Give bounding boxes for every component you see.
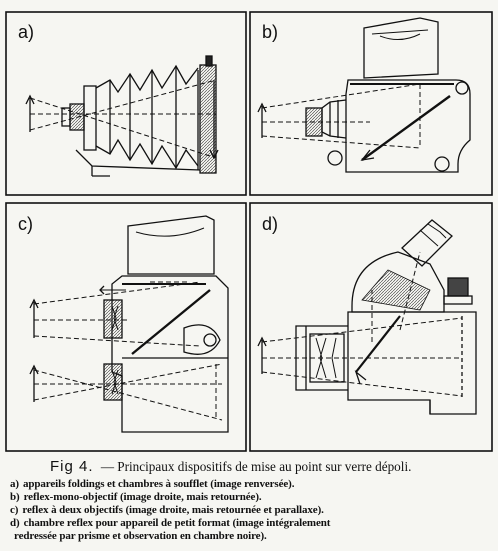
caption-item: a)appareils foldings et chambres à souff… — [10, 478, 490, 490]
panel-d-diagram — [257, 219, 477, 415]
panel-b-label: b) — [262, 22, 278, 42]
caption-item-text: reflex-mono-objectif (image droite, mais… — [23, 491, 262, 503]
figure-number: Fig 4. — [50, 458, 94, 475]
caption-item: b)reflex-mono-objectif (image droite, ma… — [10, 491, 490, 503]
caption-item-key: a) — [10, 478, 19, 490]
caption-item-text: reflex à deux objectifs (image droite, m… — [22, 504, 324, 516]
caption-title-text: — Principaux dispositifs de mise au poin… — [100, 459, 412, 474]
panel-d-label: d) — [262, 214, 278, 234]
caption-item: redressée par prisme et observation en c… — [10, 530, 490, 542]
panel-a-frame — [5, 11, 247, 196]
caption-item-text: appareils foldings et chambres à souffle… — [22, 478, 295, 490]
caption-item: d)chambre reflex pour appareil de petit … — [10, 517, 490, 529]
caption-item-key: b) — [10, 491, 20, 503]
caption-item: c)reflex à deux objectifs (image droite,… — [10, 504, 490, 516]
caption-item-key: d) — [10, 517, 20, 529]
panel-a-diagram — [25, 55, 219, 177]
panel-b-frame — [249, 11, 493, 196]
panel-c-frame — [5, 202, 247, 452]
panel-d-frame — [249, 202, 493, 452]
panel-c-label: c) — [18, 214, 33, 234]
caption-item-text: redressée par prisme et observation en c… — [14, 530, 267, 542]
caption-title: Fig 4. — Principaux dispositifs de mise … — [50, 458, 490, 475]
caption-item-text: chambre reflex pour appareil de petit fo… — [23, 517, 331, 529]
panel-c-diagram — [29, 215, 229, 433]
figure-illustration: a) b) c) d) — [5, 11, 493, 452]
panel-a-label: a) — [18, 22, 34, 42]
caption-item-key: c) — [10, 504, 19, 516]
panel-b-diagram — [257, 17, 471, 173]
